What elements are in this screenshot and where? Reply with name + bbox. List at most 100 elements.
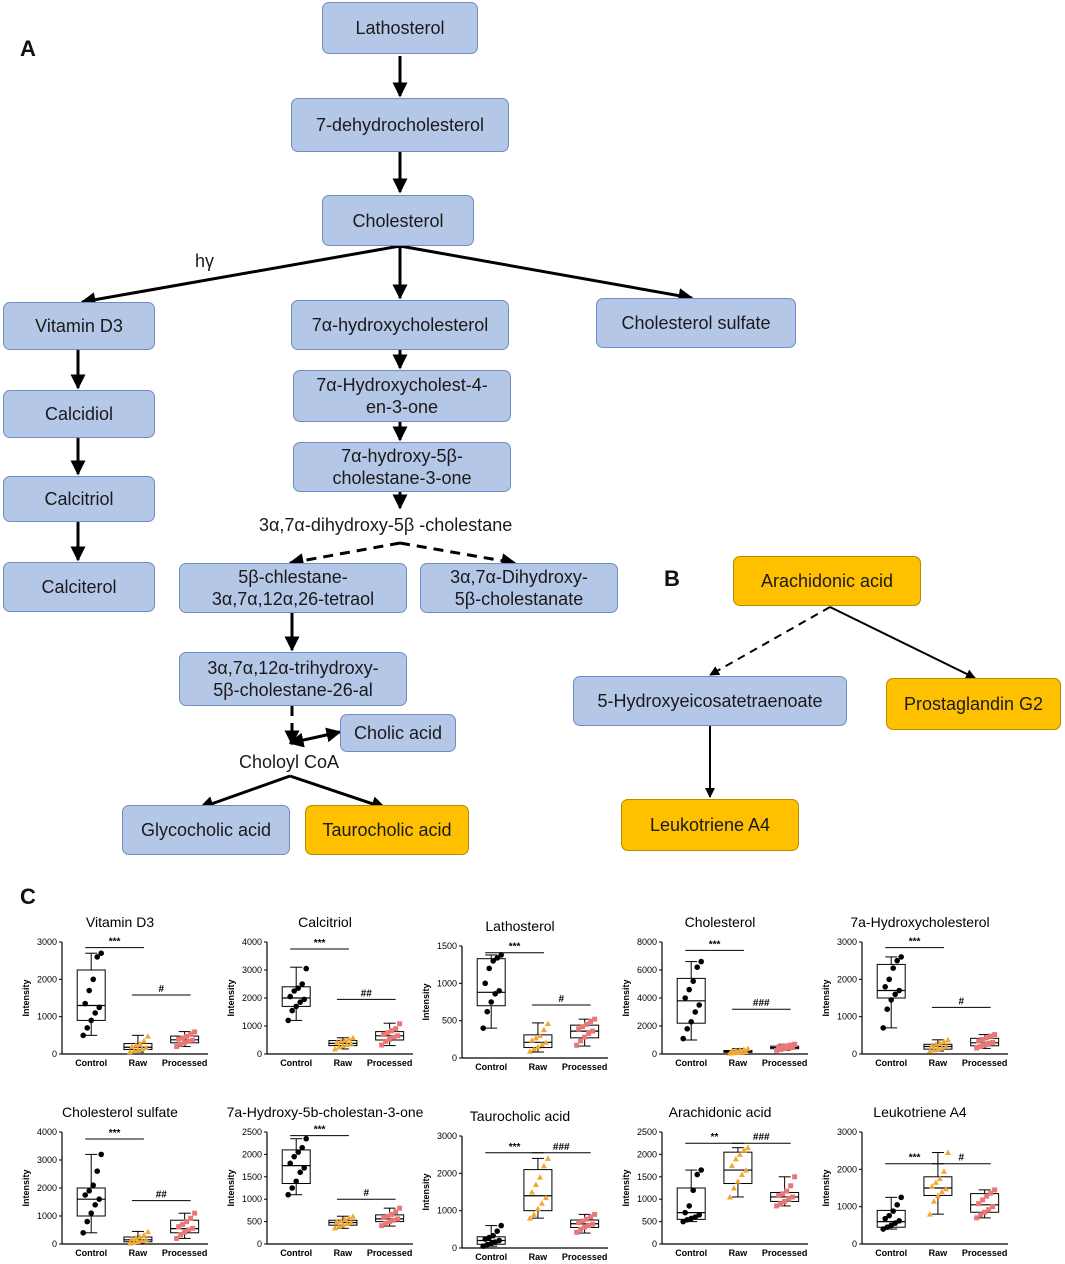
data-point-processed xyxy=(592,1016,598,1022)
y-tick-label: 1000 xyxy=(437,1206,457,1216)
data-point-control xyxy=(496,1237,502,1244)
significance-label: *** xyxy=(314,938,326,949)
y-tick-label: 3000 xyxy=(837,1127,857,1137)
x-tick-label: Processed xyxy=(162,1058,208,1068)
data-point-raw xyxy=(932,1179,939,1185)
data-point-raw xyxy=(736,1151,743,1157)
data-point-control xyxy=(299,981,305,987)
x-tick-label: Raw xyxy=(529,1252,549,1262)
data-point-processed xyxy=(990,1039,996,1045)
significance-label: *** xyxy=(509,942,521,953)
data-point-control xyxy=(291,1153,297,1160)
data-point-raw xyxy=(341,1216,348,1222)
x-tick-label: Processed xyxy=(762,1248,808,1258)
data-point-processed xyxy=(576,1026,582,1032)
data-point-control xyxy=(86,1188,92,1194)
significance-label: *** xyxy=(314,1125,326,1136)
plot-title: Vitamin D3 xyxy=(85,914,155,930)
data-point-processed xyxy=(786,1196,792,1202)
box xyxy=(476,958,506,1007)
data-point-processed xyxy=(588,1214,594,1220)
data-point-processed xyxy=(584,1021,590,1027)
data-point-control xyxy=(888,997,894,1003)
data-point-processed xyxy=(385,1030,391,1036)
data-point-control xyxy=(291,988,297,994)
significance-label: ### xyxy=(753,1132,770,1143)
y-tick-label: 2000 xyxy=(437,1168,457,1178)
data-point-control xyxy=(301,1165,307,1171)
data-point-raw xyxy=(728,1162,735,1169)
arrow-choloyl-glycocholic xyxy=(198,774,291,811)
data-point-control xyxy=(480,1025,486,1031)
y-tick-label: 2000 xyxy=(837,1164,857,1174)
data-point-control xyxy=(88,1017,94,1024)
y-tick-label: 6000 xyxy=(637,965,657,975)
data-point-control xyxy=(686,1203,692,1209)
data-point-control xyxy=(684,1026,690,1032)
data-point-control xyxy=(295,985,301,991)
data-point-processed xyxy=(582,1224,588,1230)
box xyxy=(523,1169,553,1212)
data-point-processed xyxy=(188,1215,194,1221)
data-point-control xyxy=(886,1212,892,1219)
significance-label: ## xyxy=(156,1190,168,1201)
data-point-raw xyxy=(532,1181,539,1188)
data-point-processed xyxy=(774,1047,780,1053)
data-point-processed xyxy=(790,1194,796,1200)
y-tick-label: 2500 xyxy=(637,1127,657,1137)
y-tick-label: 8000 xyxy=(637,937,657,947)
y-tick-label: 2000 xyxy=(242,993,262,1003)
data-point-raw xyxy=(347,1040,354,1046)
data-point-processed xyxy=(176,1224,182,1230)
data-point-raw xyxy=(944,1036,951,1043)
data-point-control xyxy=(484,1008,490,1015)
data-point-processed xyxy=(586,1223,592,1229)
node-leukotriene-a4: Leukotriene A4 xyxy=(621,799,799,851)
x-tick-label: Raw xyxy=(129,1248,149,1258)
node-7a-hydroxy-5b-cholestane-3-one: 7α-hydroxy-5β- cholestane-3-one xyxy=(293,442,511,492)
data-point-processed xyxy=(389,1211,395,1217)
significance-label: # xyxy=(363,1188,369,1199)
data-point-control xyxy=(285,1017,291,1024)
data-point-control xyxy=(301,996,307,1003)
data-point-raw xyxy=(132,1042,139,1048)
data-point-raw xyxy=(534,1043,541,1050)
data-point-raw xyxy=(136,1233,143,1240)
data-point-processed xyxy=(784,1043,790,1049)
y-tick-label: 0 xyxy=(257,1049,262,1059)
data-point-processed xyxy=(978,1044,984,1050)
data-point-processed xyxy=(178,1232,184,1238)
x-tick-label: Raw xyxy=(529,1062,549,1072)
data-point-raw xyxy=(926,1211,933,1217)
data-point-processed xyxy=(574,1042,580,1048)
data-point-raw xyxy=(942,1043,949,1050)
data-point-processed xyxy=(780,1191,786,1197)
data-point-processed xyxy=(174,1235,180,1241)
data-point-processed xyxy=(974,1045,980,1051)
data-point-control xyxy=(494,1228,500,1234)
data-point-raw xyxy=(530,1211,537,1217)
data-point-processed xyxy=(986,1041,992,1047)
data-point-processed xyxy=(592,1211,598,1217)
data-point-control xyxy=(84,1218,90,1225)
data-point-raw xyxy=(532,1034,539,1041)
data-point-processed xyxy=(383,1220,389,1226)
data-point-control xyxy=(299,1144,305,1151)
data-point-raw xyxy=(536,1174,543,1180)
data-point-raw xyxy=(730,1185,737,1191)
x-tick-label: Raw xyxy=(929,1058,949,1068)
node-trihydroxy-cholestane-26-al: 3α,7α,12α-trihydroxy- 5β-cholestane-26-a… xyxy=(179,652,407,706)
data-point-processed xyxy=(393,1209,399,1215)
data-point-control xyxy=(98,1151,104,1158)
data-point-control xyxy=(486,965,492,972)
x-tick-label: Control xyxy=(280,1058,312,1068)
data-point-control xyxy=(82,1192,88,1198)
